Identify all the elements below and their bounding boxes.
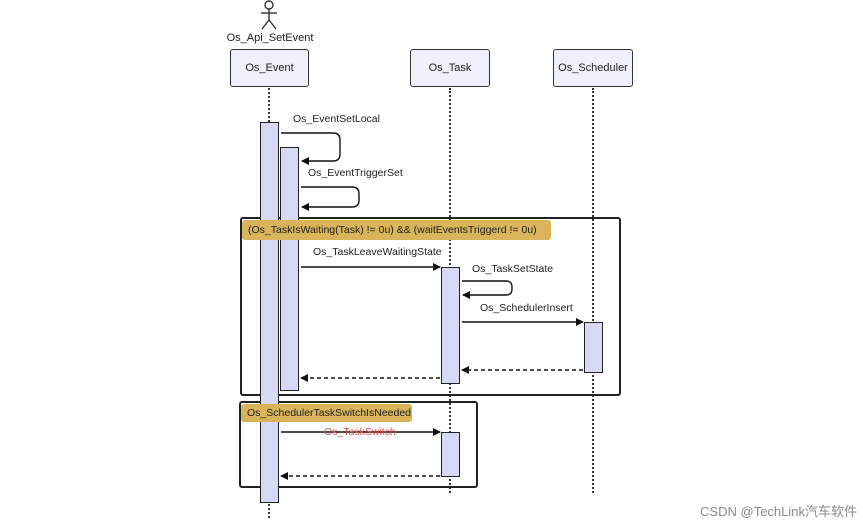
message-label-os-task-set-state: Os_TaskSetState [472,263,554,275]
fragment-task-waiting-condition [240,217,621,396]
message-label-os-scheduler-insert: Os_SchedulerInsert [480,302,573,314]
fragment-guard-2: Os_SchedulerTaskSwitchIsNeeded [241,404,412,422]
message-label-os-event-trigger-set: Os_EventTriggerSet [308,167,403,179]
activation-os-scheduler [584,322,603,373]
activation-os-task-2 [441,432,460,477]
participant-os-scheduler: Os_Scheduler [553,49,633,87]
message-label-os-task-leave-waiting-state: Os_TaskLeaveWaitingState [313,246,442,258]
message-label-os-task-switch: Os_TaskSwitch [324,426,396,438]
message-arrow-os-event-trigger-set [301,186,360,211]
message-label-os-event-set-local: Os_EventSetLocal [293,113,380,125]
lifeline-os-scheduler [592,88,594,493]
watermark: CSDN @TechLink汽车软件 [700,504,857,519]
actor-name: Os_Api_SetEvent [226,32,314,44]
fragment-task-switch-needed [239,401,478,488]
message-arrow-os-task-set-state [462,280,513,299]
participant-os-event: Os_Event [230,49,309,87]
actor-stick-figure-icon [261,0,277,30]
activation-os-task-1 [441,267,460,384]
activation-os-event-inner [280,147,299,391]
message-arrow-os-event-set-local [281,132,341,165]
participant-os-task: Os_Task [410,49,490,87]
fragment-guard-1: (Os_TaskIsWaiting(Task) != 0u) && (waitE… [242,220,551,240]
